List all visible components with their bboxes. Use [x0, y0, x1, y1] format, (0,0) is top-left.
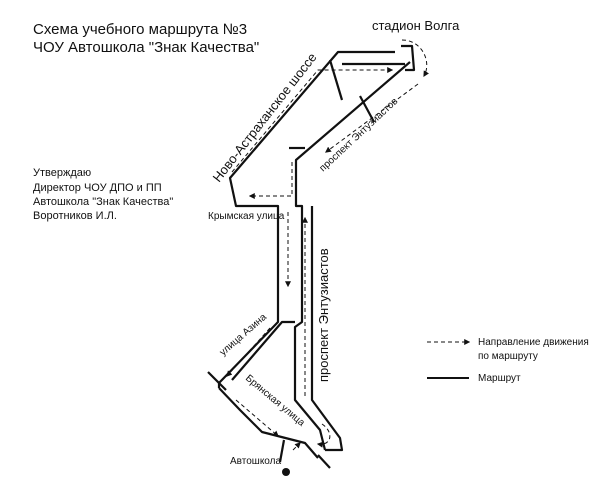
azina-street-label: улица Азина: [218, 311, 269, 358]
legend-direction-label: Направление движения: [478, 337, 589, 348]
prospect-main-label: проспект Энтузиастов: [316, 248, 331, 382]
arrow-turn-south: [316, 423, 331, 448]
road-stadium: [401, 44, 416, 72]
approval-organization: Автошкола "Знак Качества": [33, 196, 174, 208]
road-bryanskaya: [218, 387, 319, 459]
approval-position: Директор ЧОУ ДПО и ПП: [33, 182, 162, 194]
legend: Направление движения по маршруту Маршрут: [427, 337, 589, 384]
approval-signatory: Воротников И.Л.: [33, 210, 117, 222]
map-title: Схема учебного маршрута №3: [33, 21, 248, 38]
highway-label: Ново-Астраханское шоссе: [210, 50, 320, 185]
stadium-label: стадион Волга: [372, 18, 460, 33]
arrow-prospect-upper: [325, 83, 419, 153]
arrow-highway: [231, 67, 394, 173]
arrow-bryanskaya: [235, 399, 279, 437]
legend-route-label: Маршрут: [478, 373, 521, 384]
arrow-krymskaya: [248, 162, 293, 199]
approval-label: Утверждаю: [33, 167, 92, 179]
crimean-street-label: Крымская улица: [208, 211, 285, 222]
legend-direction-label-2: по маршруту: [478, 351, 538, 362]
map-subtitle: ЧОУ Автошкола "Знак Качества": [33, 39, 260, 56]
bryanskaya-street-label: Брянская улица: [243, 373, 307, 429]
road-prospect-upper: [293, 61, 411, 451]
arrow-azina: [226, 327, 271, 377]
road-azina: [231, 320, 295, 381]
prospect-upper-label: проспект Энтузиастов: [318, 96, 401, 174]
road-prospect-main: [310, 206, 344, 452]
school-label: Автошкола: [230, 456, 281, 467]
direction-arrows: [226, 39, 429, 451]
driving-school-marker: [282, 468, 290, 476]
arrow-school: [292, 442, 301, 451]
